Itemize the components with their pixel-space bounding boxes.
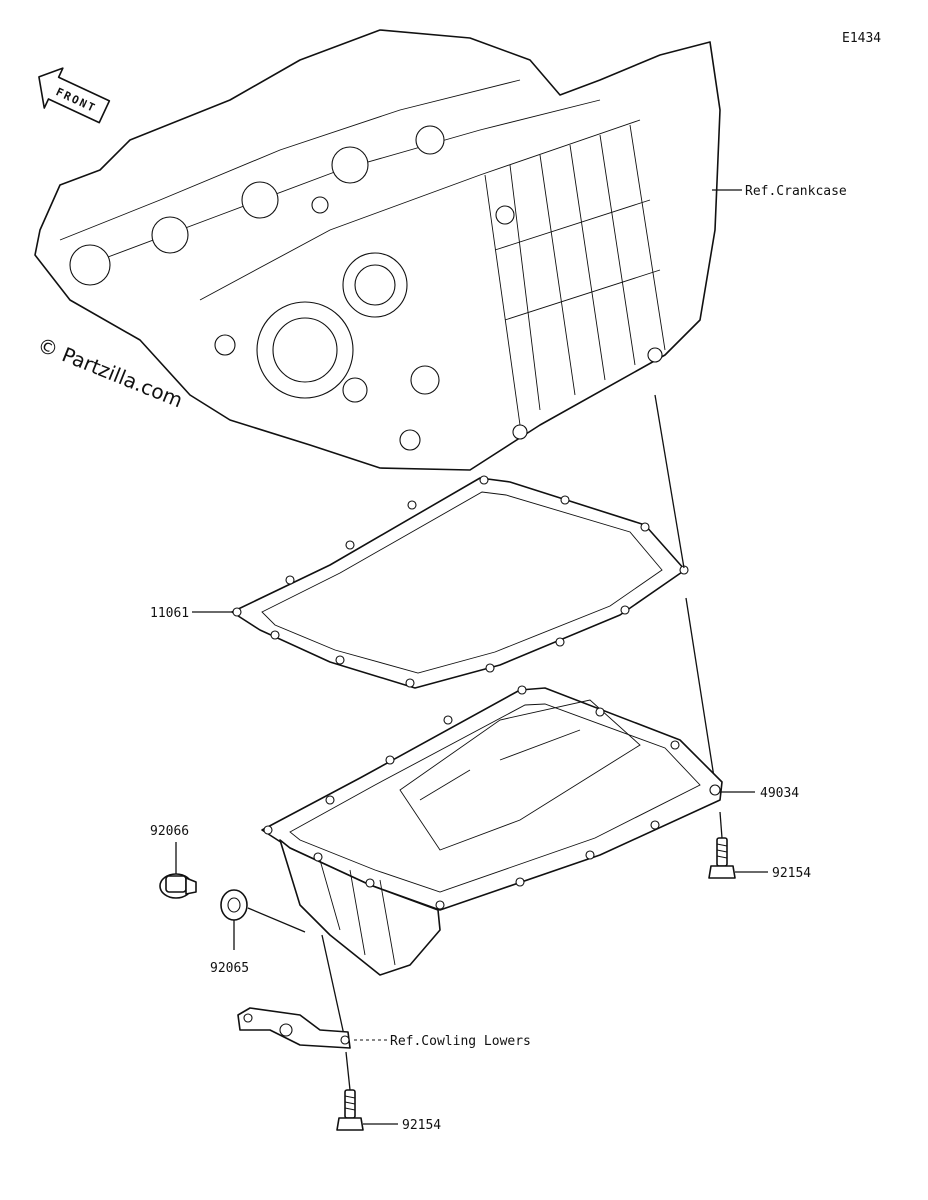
bolt-lower-label: 92154 <box>402 1118 441 1133</box>
ref-crankcase-label: Ref.Crankcase <box>745 184 847 199</box>
ref-cowling-label: Ref.Cowling Lowers <box>390 1034 531 1049</box>
bolt-upper <box>708 811 736 879</box>
gasket-label: 11061 <box>150 606 189 621</box>
washer <box>220 889 306 950</box>
front-arrow-icon: FRONT <box>38 67 111 124</box>
oil-pan <box>261 685 723 976</box>
cowling-bracket <box>237 1007 351 1049</box>
washer-label: 92065 <box>210 961 249 976</box>
bolt-lower <box>336 1051 364 1131</box>
oil-pan-label: 49034 <box>760 786 799 801</box>
oil-pan-gasket <box>231 475 689 689</box>
crankcase-drawing <box>34 29 721 471</box>
drain-plug <box>159 842 197 899</box>
diagram-code: E1434 <box>842 31 881 46</box>
bolt-upper-label: 92154 <box>772 866 811 881</box>
drain-plug-label: 92066 <box>150 824 189 839</box>
